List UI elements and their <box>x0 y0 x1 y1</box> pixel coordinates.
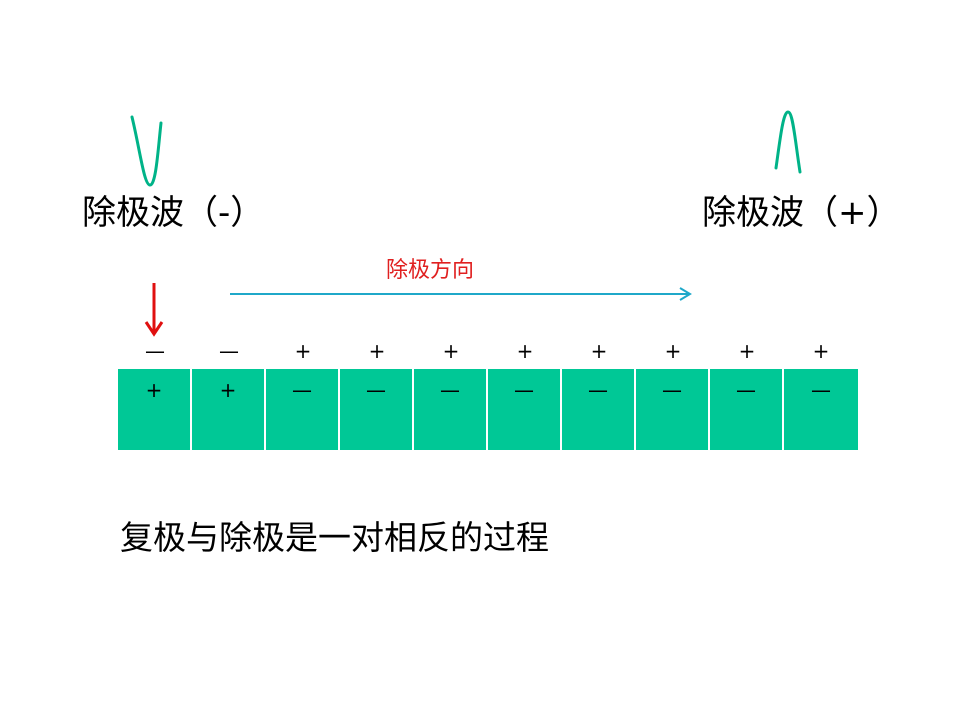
outer-charge: + <box>664 339 682 363</box>
cell-membrane-strip: + + — — — — — — — — <box>118 369 858 450</box>
membrane-cell: — <box>266 369 340 450</box>
outer-charge-row: — — + + + + + + + + <box>118 338 858 364</box>
membrane-cell: — <box>414 369 488 450</box>
red-down-arrow-icon <box>144 283 164 337</box>
membrane-cell: + <box>192 369 266 450</box>
outer-charge: + <box>368 339 386 363</box>
outer-charge: + <box>812 339 830 363</box>
depolarization-direction-arrow <box>230 287 692 301</box>
outer-charge: + <box>442 339 460 363</box>
membrane-cell: — <box>811 378 831 402</box>
outer-charge: — <box>145 339 165 363</box>
outer-charge: + <box>294 339 312 363</box>
membrane-cell: — <box>488 369 562 450</box>
outer-charge: + <box>738 339 756 363</box>
outer-charge: + <box>590 339 608 363</box>
membrane-cell: — <box>340 369 414 450</box>
negative-wave-icon <box>130 115 163 187</box>
membrane-cell: + <box>118 369 192 450</box>
outer-charge: — <box>219 339 239 363</box>
membrane-cell: — <box>636 369 710 450</box>
depolarization-direction-label: 除极方向 <box>386 258 475 283</box>
positive-wave-label: 除极波（+） <box>702 193 901 233</box>
negative-wave-label: 除极波（-） <box>82 193 265 233</box>
membrane-cell: — <box>710 369 784 450</box>
positive-wave-icon <box>774 110 802 174</box>
outer-charge: + <box>516 339 534 363</box>
membrane-cell: — <box>562 369 636 450</box>
summary-text: 复极与除极是一对相反的过程 <box>120 518 549 557</box>
